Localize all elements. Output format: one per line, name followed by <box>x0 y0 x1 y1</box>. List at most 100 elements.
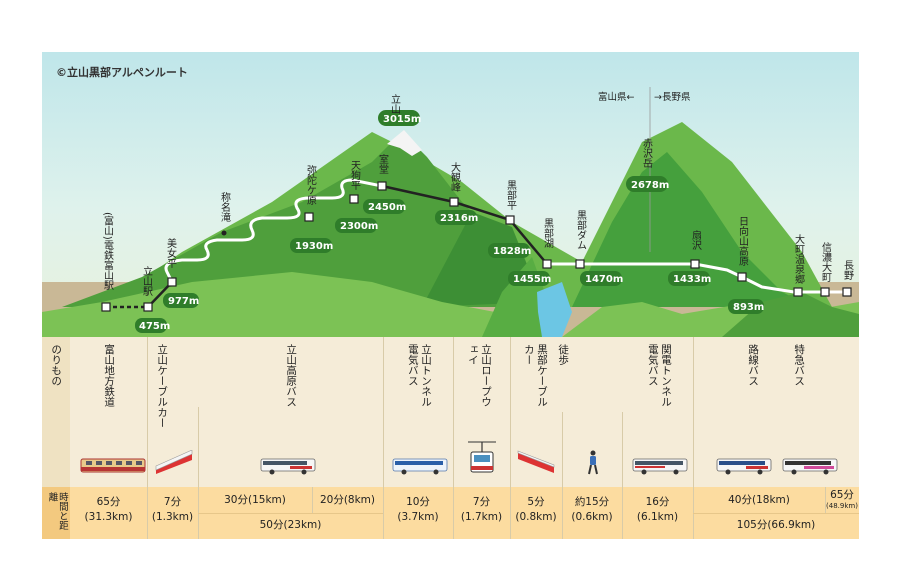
station-marker-ogisawa <box>690 259 700 269</box>
station-marker-omachi-onsen <box>793 287 803 297</box>
express-bus-icon <box>782 458 838 475</box>
col-divider <box>622 412 623 539</box>
col-divider <box>147 337 148 539</box>
time-label-cell <box>42 487 70 539</box>
station-marker-kurobeko <box>542 259 552 269</box>
col-divider <box>312 487 313 513</box>
train-icon <box>80 458 146 473</box>
station-label-daikanbo: 大観峰 <box>449 161 461 192</box>
time-cell-tateyama-cable: 7分(1.3km) <box>151 496 194 524</box>
elev-tateyama-station: 475m <box>139 321 170 332</box>
station-marker-nagano <box>842 287 852 297</box>
electric-bus-icon <box>392 458 448 475</box>
highland-bus-route <box>164 178 383 283</box>
elev-kurobeko: 1455m <box>513 274 551 285</box>
time-row-label: 時間と距離 <box>46 492 68 530</box>
vehicle-name-route-bus: 路線バス <box>747 344 760 386</box>
tunnel-ropeway-route <box>381 184 548 265</box>
station-label-dentetsu: 電鉄富山駅 <box>102 240 114 291</box>
vehicle-name-tunnel-trolley: 立山トンネル電気バス <box>406 344 432 407</box>
row-divider <box>198 513 383 514</box>
vehicle-name-kurobe-cable: 黒部ケーブルカー <box>522 344 548 407</box>
time-cell-ropeway: 7分(1.7km) <box>460 496 503 524</box>
station-label-shinano-omachi: 信濃大町 <box>820 242 832 282</box>
time-cell-omachi-total: 105分(66.9km) <box>736 519 816 531</box>
station-label-ogisawa: 扇沢 <box>690 229 702 251</box>
elev-kurobedam: 1470m <box>585 274 623 285</box>
time-cell-express-bus: 65分(48.9km) <box>826 489 858 510</box>
waterfall-label: 称名滝 <box>219 191 231 222</box>
station-marker-kurobedam <box>575 259 585 269</box>
vehicle-name-express-bus: 特急バス <box>793 344 806 386</box>
station-label-toyama: (富山) <box>102 212 114 240</box>
station-label-tengudaira: 天狗平 <box>349 160 361 191</box>
elev-murodo: 2450m <box>368 202 406 213</box>
station-label-nagano: 長野 <box>842 260 854 280</box>
snow-cap <box>387 130 422 156</box>
time-cell-kanden-trolley: 16分(6.1km) <box>636 496 679 524</box>
peak-elev-akazawa: 2678m <box>631 180 669 191</box>
station-marker-midagahara <box>304 212 314 222</box>
station-marker-toyama <box>101 302 111 312</box>
electric-bus-icon <box>632 458 688 475</box>
col-divider <box>510 337 511 539</box>
copyright-text: ©立山黒部アルペンルート <box>56 66 188 79</box>
vehicle-name-kanden-trolley: 関電トンネル電気バス <box>646 344 672 407</box>
peak-elev-tateyama: 3015m <box>383 114 421 125</box>
station-marker-shinano-omachi <box>820 287 830 297</box>
time-cell-kurobe-cable: 5分(0.8km) <box>515 496 557 524</box>
vehicle-name-highland-bus: 立山高原バス <box>285 344 298 407</box>
station-labels: (富山) 電鉄富山駅 立山駅 美女平 弥陀ケ原 天狗平 室堂 大観峰 黒部平 黒… <box>102 153 854 297</box>
elev-daikanbo: 2316m <box>440 213 478 224</box>
kurobe-lake <box>537 282 572 337</box>
col-divider <box>383 337 384 539</box>
elev-ogisawa: 1433m <box>673 274 711 285</box>
col-divider <box>562 412 563 539</box>
time-cell-walk: 約15分(0.6km) <box>571 496 613 524</box>
vehicle-name-tateyama-cable: 立山ケーブルカー <box>156 344 169 428</box>
peak-name-tateyama: 立山 <box>389 93 401 114</box>
vehicle-name-ropeway: 立山ロープウェイ <box>466 344 492 407</box>
station-marker-kurobedaira <box>505 215 515 225</box>
station-marker-bijodaira <box>167 277 177 287</box>
time-cell-tunnel-trolley: 10分(3.7km) <box>397 496 439 524</box>
route-diagram: 富山県← →長野県 称名滝 <box>42 52 859 539</box>
elev-hinatayama: 893m <box>733 302 764 313</box>
col-divider <box>453 337 454 539</box>
time-cell-highland-bus-2: 20分(8km) <box>319 494 376 506</box>
station-label-tateyama: 立山駅 <box>141 265 153 297</box>
col-divider <box>825 487 826 513</box>
peak-name-akazawa: 赤沢岳 <box>641 138 653 169</box>
row-divider <box>693 513 859 514</box>
station-marker-daikanbo <box>449 197 459 207</box>
elevation-pills: 3015m 2678m 475m 977m 1930m 2300m 2450m … <box>135 110 764 333</box>
col-divider <box>693 337 694 539</box>
time-cell-highland-bus-1: 30分(15km) <box>224 494 286 506</box>
station-markers <box>101 181 852 312</box>
bus-icon <box>260 458 316 475</box>
walker-icon <box>588 450 598 475</box>
col-divider <box>198 407 199 539</box>
time-cell-highland-bus-total: 50分(23km) <box>259 519 322 531</box>
elev-bijodaira: 977m <box>168 296 199 307</box>
time-cell-route-bus: 40分(18km) <box>728 494 790 506</box>
bus-icon <box>716 458 772 475</box>
station-label-hinatayama: 日向山高原 <box>737 216 749 266</box>
station-marker-murodo <box>377 181 387 191</box>
elev-kurobedaira: 1828m <box>493 246 531 257</box>
elev-tengudaira: 2300m <box>340 221 378 232</box>
station-label-midagahara: 弥陀ケ原 <box>305 164 317 205</box>
waterfall-marker <box>221 230 227 236</box>
prefecture-left-label: 富山県← <box>598 91 635 103</box>
mountain-profile: 富山県← →長野県 称名滝 <box>42 87 859 337</box>
station-label-kurobedam: 黒部ダム <box>575 210 587 250</box>
station-label-bijodaira: 美女平 <box>165 237 177 269</box>
station-marker-hinatayama <box>737 272 747 282</box>
cable-car-icon <box>517 450 555 473</box>
station-label-kurobeko: 黒部湖 <box>542 218 554 249</box>
ropeway-icon <box>468 441 496 473</box>
station-label-omachi-onsen: 大町温泉郷 <box>793 233 805 285</box>
foreground-right-slope <box>722 292 859 337</box>
vehicle-name-toyama-railway: 富山地方鉄道 <box>103 344 116 407</box>
station-marker-tengudaira <box>349 194 359 204</box>
